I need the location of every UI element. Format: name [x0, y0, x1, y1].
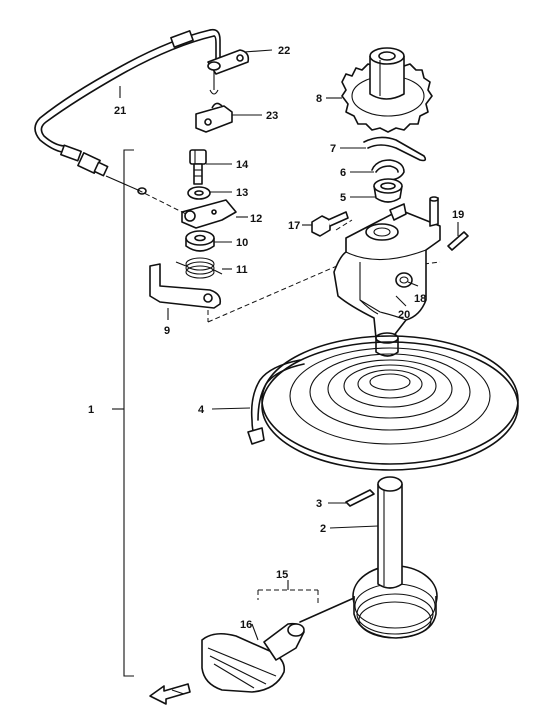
label-23: 23	[266, 110, 278, 122]
label-16: 16	[240, 619, 252, 631]
label-17: 17	[288, 220, 300, 232]
circlip-6	[371, 159, 405, 181]
starter-handle-16	[201, 622, 305, 693]
reel-pulley-2	[329, 476, 438, 639]
spring-11	[175, 257, 223, 279]
cable-21	[34, 28, 221, 195]
label-11: 11	[236, 264, 248, 276]
pin-19	[447, 231, 469, 251]
label-13: 13	[236, 187, 248, 199]
label-2: 2	[320, 523, 326, 535]
label-14: 14	[236, 159, 249, 171]
leader-lines	[167, 49, 459, 641]
part-labels: 22 21 23 14 13 12 10 11 9 8 7 6 5 17 19 …	[88, 45, 464, 631]
label-10: 10	[236, 237, 248, 249]
label-6: 6	[340, 167, 346, 179]
recoil-spring-4	[247, 335, 519, 471]
clamp-23	[195, 102, 233, 133]
label-9: 9	[164, 325, 170, 337]
lever-plate-12	[181, 199, 237, 229]
bushing-5	[373, 178, 403, 203]
label-15: 15	[276, 569, 288, 581]
washer-13	[187, 186, 211, 200]
starter-housing	[333, 196, 441, 357]
bolt-14	[189, 149, 207, 185]
label-8: 8	[316, 93, 322, 105]
label-18: 18	[414, 293, 426, 305]
label-22: 22	[278, 45, 290, 57]
starter-rope-15	[257, 580, 355, 623]
bracket-9	[149, 263, 222, 309]
pin-3	[345, 489, 375, 507]
pinion-gear-8	[341, 47, 433, 133]
label-7: 7	[330, 143, 336, 155]
cable-holder-22	[207, 49, 250, 95]
bolt-17	[311, 211, 349, 237]
label-3: 3	[316, 498, 322, 510]
spring-clip-7	[363, 136, 427, 162]
label-21: 21	[114, 105, 126, 117]
label-5: 5	[340, 192, 346, 204]
label-12: 12	[250, 213, 262, 225]
label-20: 20	[398, 309, 410, 321]
label-1: 1	[88, 404, 94, 416]
collar-10	[185, 230, 215, 252]
assembly-bracket-1	[112, 149, 134, 677]
front-arrow-icon	[149, 683, 191, 705]
label-19: 19	[452, 209, 464, 221]
label-4: 4	[198, 404, 205, 416]
